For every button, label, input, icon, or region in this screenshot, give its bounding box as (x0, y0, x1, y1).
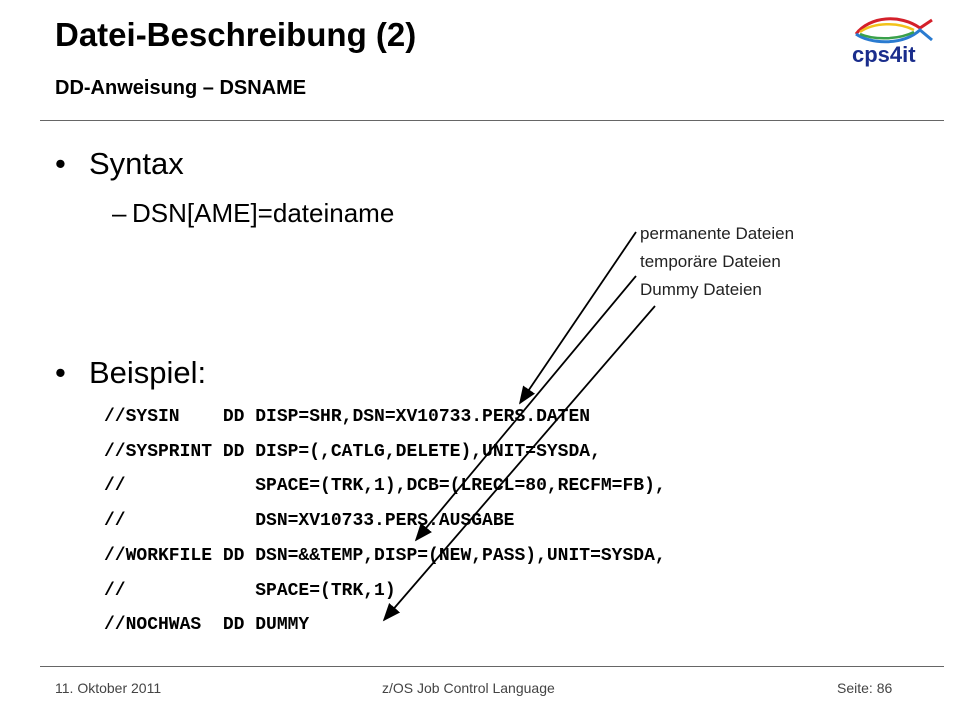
code-line: // SPACE=(TRK,1),DCB=(LRECL=80,RECFM=FB)… (104, 476, 666, 497)
code-line: // DSN=XV10733.PERS.AUSGABE (104, 511, 515, 532)
bullet-icon: • (55, 355, 66, 390)
logo-text: cps4it (852, 42, 916, 67)
slide-title: Datei-Beschreibung (2) (55, 16, 417, 53)
bullet-beispiel: • Beispiel: (55, 355, 206, 391)
footer-date: 11. Oktober 2011 (55, 680, 162, 696)
slide-subtitle: DD-Anweisung – DSNAME (55, 77, 307, 99)
footer-course-title: z/OS Job Control Language (382, 680, 555, 696)
dash-icon: – (112, 198, 127, 228)
legend-temporary: temporäre Dateien (640, 252, 781, 271)
syntax-item-text: DSN[AME]=dateiname (132, 198, 395, 228)
code-line: // SPACE=(TRK,1) (104, 580, 396, 601)
footer-divider (40, 666, 944, 667)
jcl-code-block: //SYSIN DD DISP=SHR,DSN=XV10733.PERS.DAT… (104, 400, 666, 643)
footer-page-number: Seite: 86 (837, 680, 893, 696)
dataset-type-legend: permanente Dateien temporäre Dateien Dum… (640, 220, 794, 304)
bullet-syntax: • Syntax (55, 146, 184, 182)
code-line: //SYSIN DD DISP=SHR,DSN=XV10733.PERS.DAT… (104, 407, 591, 427)
code-line: //NOCHWAS DD DUMMY (104, 615, 310, 636)
beispiel-label: Beispiel: (89, 355, 207, 390)
bullet-icon: • (55, 146, 66, 181)
code-line: //SYSPRINT DD DISP=(,CATLG,DELETE),UNIT=… (104, 441, 601, 462)
syntax-label: Syntax (89, 146, 184, 181)
legend-permanent: permanente Dateien (640, 224, 795, 243)
cps4it-logo: cps4it (848, 12, 938, 72)
syntax-item: –DSN[AME]=dateiname (112, 198, 394, 229)
header-divider (40, 120, 944, 121)
arrow-permanent (518, 231, 637, 405)
legend-dummy: Dummy Dateien (640, 280, 762, 299)
fish-icon (854, 17, 933, 44)
code-line: //WORKFILE DD DSN=&&TEMP,DISP=(NEW,PASS)… (104, 545, 666, 566)
